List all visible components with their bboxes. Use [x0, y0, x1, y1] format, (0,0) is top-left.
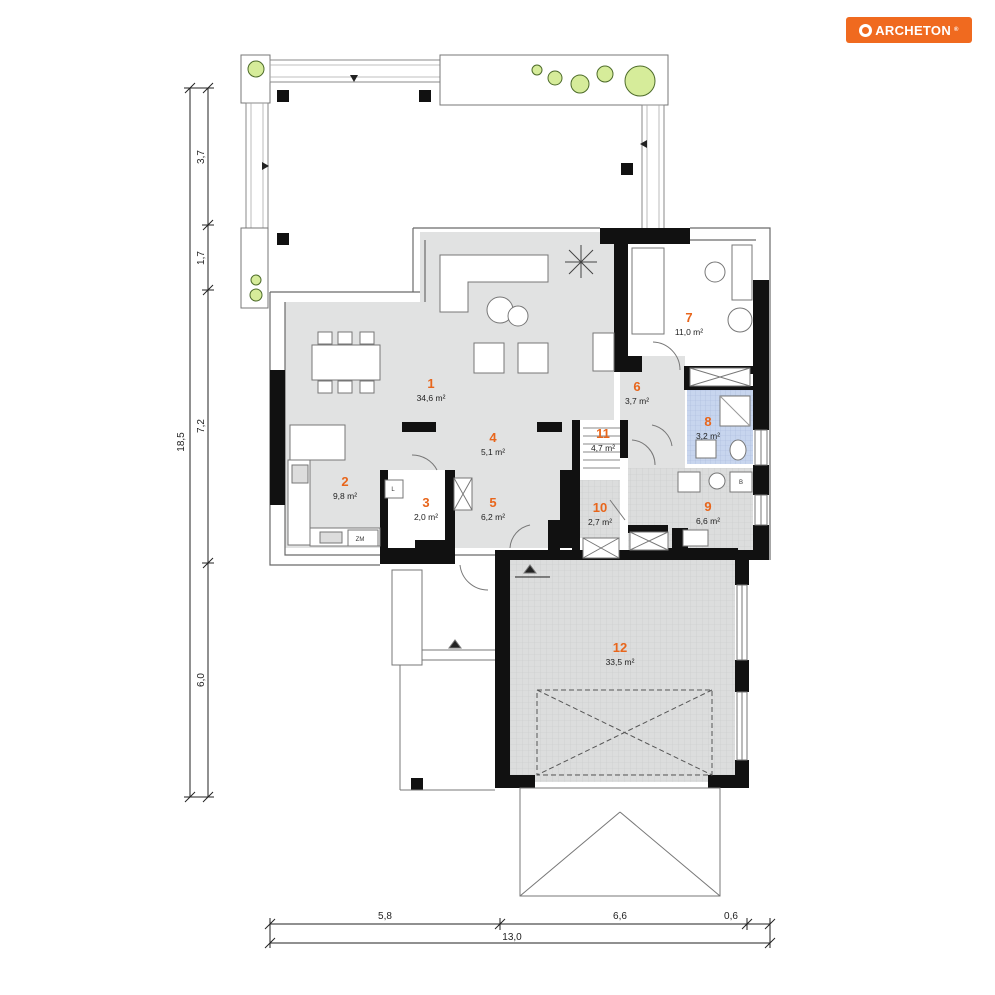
room-number: 10 [593, 500, 607, 515]
room-number: 2 [341, 474, 348, 489]
brand-name: ARCHETON [875, 22, 952, 38]
room-number: 7 [685, 310, 692, 325]
room-number: 8 [704, 414, 711, 429]
dim-horizontal-segment: 0,6 [724, 911, 738, 922]
appliance-labels: L ZM B [356, 480, 743, 543]
room-area: 11,0 m² [675, 327, 703, 337]
furniture [287, 244, 753, 591]
room-area: 3,2 m² [696, 431, 720, 441]
room-area: 2,7 m² [588, 517, 612, 527]
room-area: 34,6 m² [417, 393, 446, 403]
room-area: 9,8 m² [333, 491, 357, 501]
room-area: 33,5 m² [606, 657, 635, 667]
archeton-logo: ARCHETON ® [846, 17, 972, 43]
room-area: 5,1 m² [481, 447, 505, 457]
room-number: 3 [422, 495, 429, 510]
garage-door [536, 689, 713, 776]
dim-vertical-segment: 7,2 [196, 419, 207, 433]
dishwasher-label: ZM [356, 537, 365, 543]
washer-label: B [739, 480, 743, 486]
room-number: 12 [613, 640, 627, 655]
floors [285, 232, 756, 782]
brand-mark: ® [954, 27, 959, 33]
room-area: 2,0 m² [414, 512, 438, 522]
room-number: 4 [489, 430, 497, 445]
room-labels: 1 34,6 m² 2 9,8 m² 3 2,0 m² 4 5,1 m² 5 6… [333, 310, 720, 667]
room-number: 6 [633, 379, 640, 394]
room-area: 6,6 m² [696, 516, 720, 526]
room-number: 11 [596, 426, 610, 441]
room-area: 4,7 m² [591, 443, 615, 453]
dim-horizontal-segment: 5,8 [378, 911, 392, 922]
fridge-label: L [391, 487, 395, 493]
garage-windows [736, 429, 768, 761]
entrance-porch [391, 564, 550, 791]
dim-horizontal-total: 13,0 [502, 932, 522, 943]
dim-vertical-segment: 1,7 [196, 251, 207, 265]
structural-walls [270, 228, 769, 790]
dimension-lines [184, 82, 776, 949]
driveway [519, 787, 721, 897]
room-area: 3,7 m² [625, 396, 649, 406]
dim-vertical-total: 18,5 [176, 432, 187, 452]
room-number: 1 [427, 376, 434, 391]
archeton-logo-icon [859, 23, 873, 37]
dimension-labels: 18,5 3,7 1,7 7,2 6,0 5,8 6,6 0,6 13,0 [176, 150, 738, 943]
dim-vertical-segment: 6,0 [196, 673, 207, 687]
room-number: 5 [489, 495, 496, 510]
dim-horizontal-segment: 6,6 [613, 911, 627, 922]
dim-vertical-segment: 3,7 [196, 150, 207, 164]
room-area: 6,2 m² [481, 512, 505, 522]
room-number: 9 [704, 499, 711, 514]
terrace [240, 54, 669, 659]
